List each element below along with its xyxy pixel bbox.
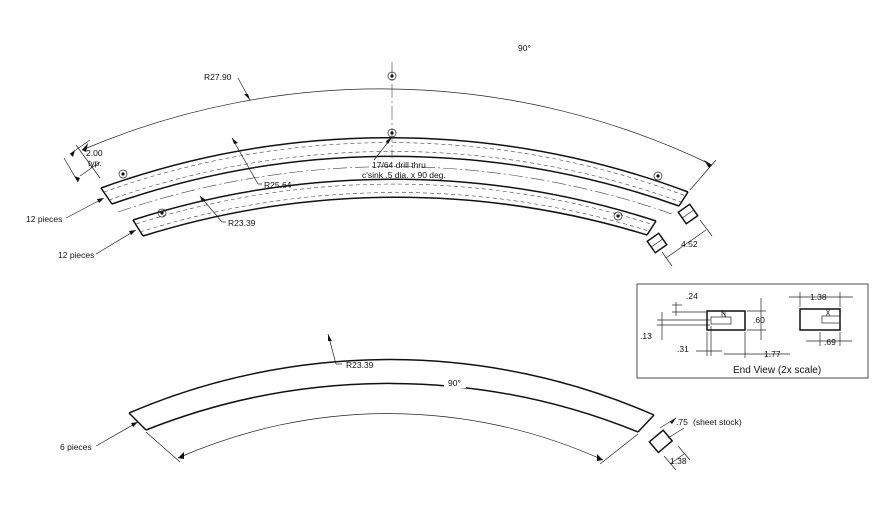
inner-arc-inner-edge: [142, 196, 648, 237]
inner-arc-outer-edge: [132, 178, 657, 222]
angle-label: 90°: [518, 43, 531, 53]
end-view-frame: [636, 283, 869, 379]
dim-13: .13: [640, 331, 652, 341]
outer-arc-end-left: [100, 187, 113, 205]
end-dimension-label: 4.52: [681, 239, 698, 249]
bottom-arc-inner-edge: [145, 382, 639, 433]
end-view-right-profile: [799, 308, 841, 331]
dim-69: .69: [824, 337, 836, 347]
countersunk-hole: [157, 208, 167, 218]
bottom-qty-label: 6 pieces: [60, 442, 92, 452]
thickness-note: (sheet stock): [693, 417, 742, 427]
bottom-angle-dimension-arc: [177, 413, 604, 461]
bottom-arc-outer-edge: [128, 358, 655, 416]
end-section-inner: [646, 232, 668, 254]
inner-arc-end-right: [646, 220, 657, 236]
end-view-panel: .24 .13 .60 .31 1.77 1.38: [636, 283, 869, 379]
inner-arc-hidden-line-2: [139, 192, 650, 233]
dim-31: .31: [677, 344, 689, 354]
bottom-width-label: 1.38: [670, 456, 687, 466]
end-section-outer: [677, 203, 699, 225]
outer-arc-inner-edge: [111, 155, 680, 207]
inner-qty-label: 12 pieces: [58, 250, 94, 260]
countersunk-hole: [653, 171, 663, 181]
dim-24: .24: [686, 291, 698, 301]
angle-dimension-arc: [81, 88, 713, 166]
hole-note-line2: c'sink .5 dia. x 90 deg.: [362, 170, 446, 180]
outer-arc-hidden-line-1: [103, 142, 687, 197]
outer-qty-label: 12 pieces: [26, 214, 62, 224]
centerline-arc: [117, 166, 673, 215]
inner-radius-label: R23.39: [228, 218, 256, 228]
end-view-left-profile: [706, 310, 746, 331]
top-arc-assembly: 90° 2.00 typ. R27.90 R25.64 R23.39 17/64…: [26, 41, 717, 267]
center-radius-label: R25.64: [264, 180, 292, 190]
countersunk-hole: [387, 71, 397, 81]
bottom-arc-part: R23.39 90° 6 pieces .75 (sheet stock) 1.…: [60, 333, 742, 471]
outer-arc-end-right: [678, 191, 689, 207]
dim-138-end: 1.38: [810, 292, 827, 302]
outer-arc-outer-edge: [100, 136, 689, 193]
hole-note-line1: 17/64 drill thru: [372, 160, 426, 170]
inner-arc-hidden-line-1: [135, 183, 655, 226]
thickness-label: .75: [676, 417, 688, 427]
dim-177: 1.77: [764, 349, 781, 359]
outer-radius-label: R27.90: [204, 72, 232, 82]
end-view-title: End View (2x scale): [733, 365, 821, 376]
dim-60: .60: [753, 315, 765, 325]
bottom-angle-label: 90°: [448, 378, 461, 388]
inner-arc-end-left: [132, 219, 144, 237]
bottom-end-section: [648, 429, 674, 454]
countersunk-hole: [118, 169, 128, 179]
width-note: typ.: [88, 158, 102, 168]
width-label: 2.00: [86, 148, 103, 158]
bottom-radius-label: R23.39: [346, 360, 374, 370]
countersunk-hole: [613, 211, 623, 221]
